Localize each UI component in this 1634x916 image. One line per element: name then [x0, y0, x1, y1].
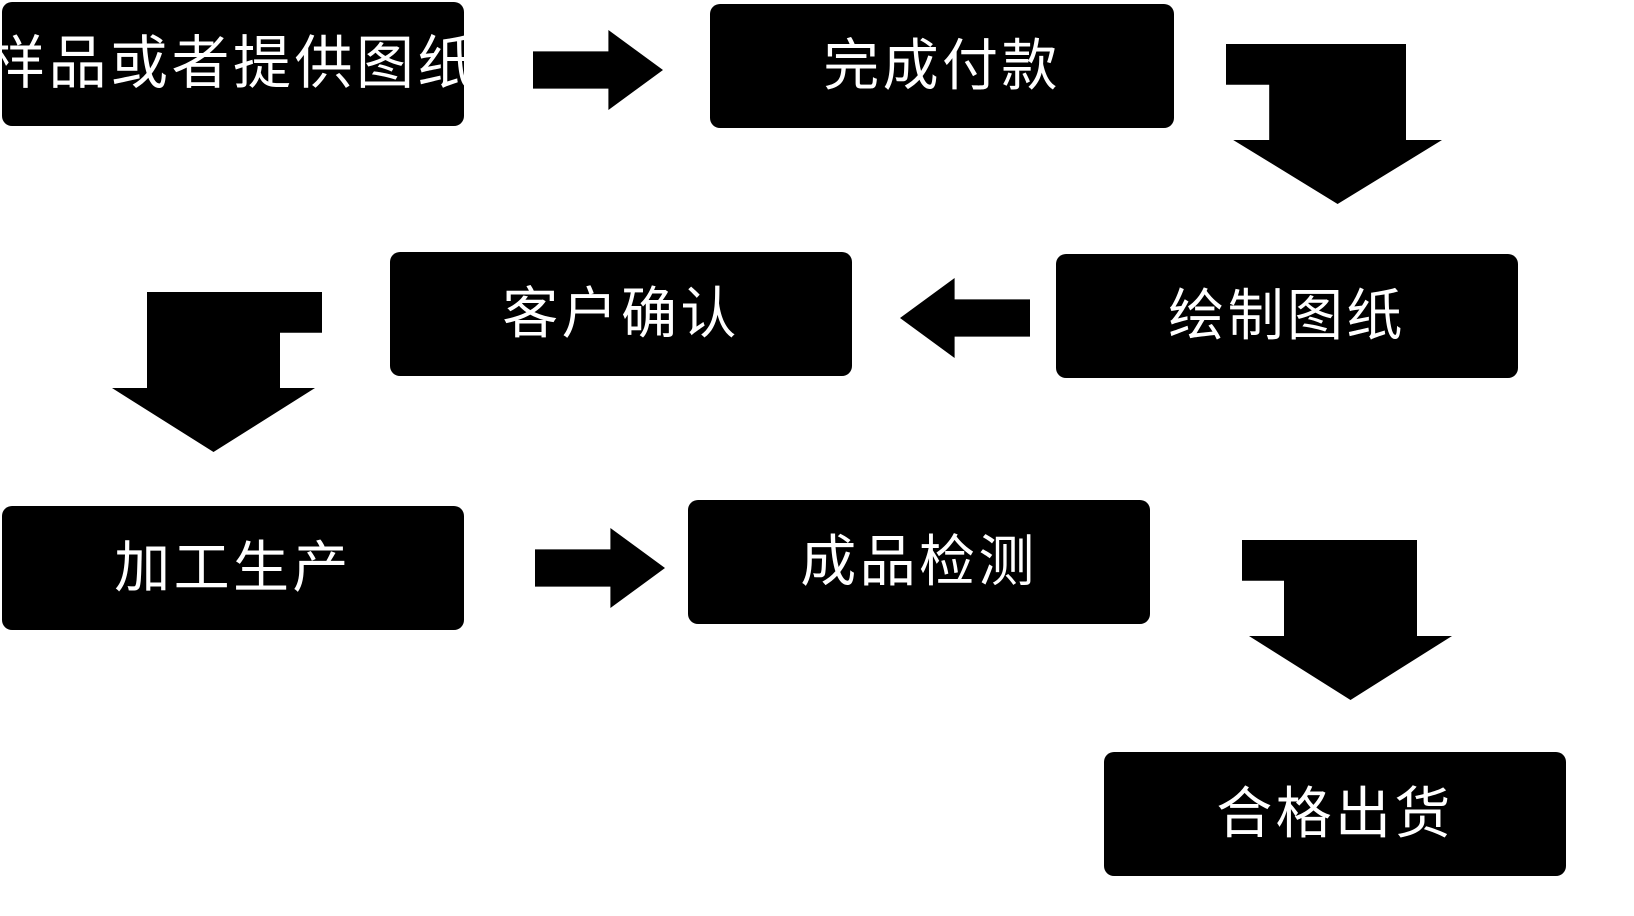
node-label: 完成付款 [823, 34, 1061, 98]
node-draw-drawing[interactable]: 绘制图纸 [1056, 254, 1518, 378]
node-processing-production[interactable]: 加工生产 [2, 506, 464, 630]
arrow-right-icon [535, 528, 665, 608]
node-label: 样品或者提供图纸 [0, 31, 479, 97]
node-label: 客户确认 [502, 282, 740, 346]
node-customer-confirm[interactable]: 客户确认 [390, 252, 852, 376]
node-label: 绘制图纸 [1168, 284, 1406, 348]
arrow-left-icon [900, 278, 1030, 358]
node-finished-inspection[interactable]: 成品检测 [688, 500, 1150, 624]
node-label: 成品检测 [800, 530, 1038, 594]
node-sample-or-drawing[interactable]: 样品或者提供图纸 [0, 2, 475, 126]
arrow-elbow-left-down-icon [77, 292, 322, 452]
arrow-elbow-right-down-icon [1207, 540, 1452, 700]
node-label: 加工生产 [114, 536, 352, 600]
node-qualified-shipment[interactable]: 合格出货 [1104, 752, 1566, 876]
node-label: 合格出货 [1216, 782, 1454, 846]
arrow-elbow-right-down-icon [1190, 44, 1442, 204]
node-complete-payment[interactable]: 完成付款 [710, 4, 1174, 128]
arrow-right-icon [533, 30, 663, 110]
